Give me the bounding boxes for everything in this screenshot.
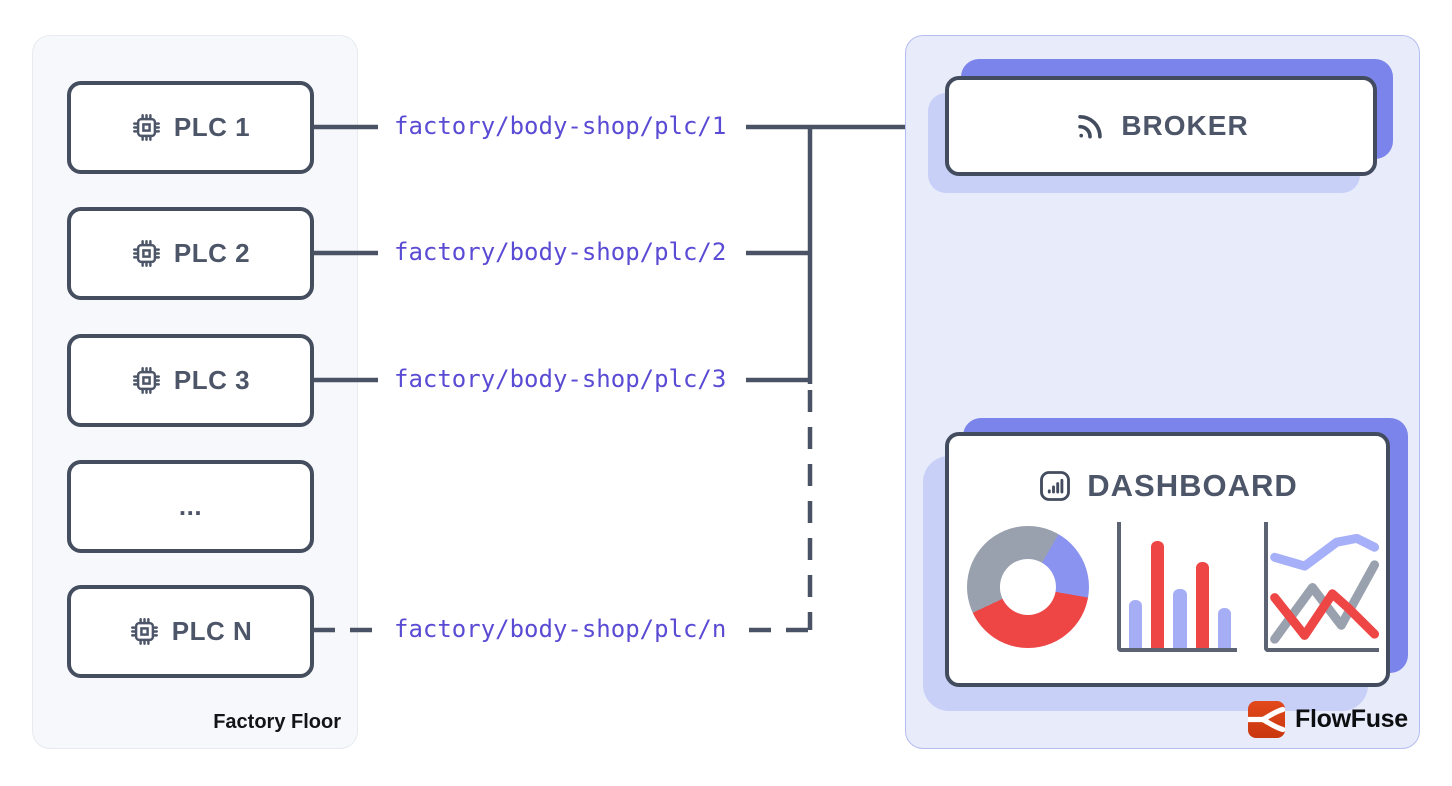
donut-hole	[999, 558, 1057, 616]
flowfuse-brand: FlowFuse	[1248, 701, 1408, 738]
dashboard-card: DASHBOARD	[923, 418, 1408, 711]
topic-plc-2: factory/body-shop/plc/2	[394, 238, 727, 266]
plc-node-label: PLC N	[171, 616, 253, 646]
bar	[1129, 600, 1143, 648]
flowfuse-brand-name: FlowFuse	[1295, 705, 1408, 733]
bar	[1151, 540, 1165, 648]
broker-card: BROKER	[928, 59, 1393, 193]
topic-plc-n: factory/body-shop/plc/n	[394, 615, 727, 643]
bar	[1173, 588, 1187, 648]
line-series-red	[1275, 594, 1375, 636]
cpu-icon	[131, 238, 162, 269]
plc-n-node: PLC N	[67, 585, 314, 678]
cpu-icon	[131, 365, 162, 396]
broker-label: BROKER	[1121, 110, 1249, 141]
plc-2-node: PLC 2	[67, 207, 314, 300]
plc-3-node: PLC 3	[67, 334, 314, 427]
donut-chart	[967, 526, 1089, 648]
cpu-icon	[129, 616, 160, 647]
plc-node-label: PLC 3	[173, 365, 251, 395]
bar	[1217, 607, 1232, 648]
mini-bar-chart	[1117, 522, 1237, 652]
rss-icon	[1073, 109, 1107, 143]
bar	[1195, 562, 1209, 648]
cpu-icon	[131, 112, 162, 143]
plc-1-node: PLC 1	[67, 81, 314, 174]
plc-node-label: ...	[178, 491, 203, 521]
flowfuse-logo-icon	[1248, 701, 1285, 738]
topic-plc-3: factory/body-shop/plc/3	[394, 365, 727, 393]
bar-chart-icon	[1037, 468, 1073, 504]
plc-node-label: PLC 1	[173, 112, 251, 142]
dashboard-label: DASHBOARD	[1087, 468, 1298, 503]
mini-line-chart	[1264, 522, 1379, 652]
factory-floor-caption: Factory Floor	[213, 711, 341, 733]
line-series-blue	[1275, 538, 1375, 566]
factory-floor-panel: PLC 1 PLC 2 PLC 3 ...	[32, 35, 358, 749]
plc-ellipsis-node: ...	[67, 460, 314, 553]
topic-plc-1: factory/body-shop/plc/1	[394, 112, 727, 140]
plc-node-label: PLC 2	[173, 238, 251, 268]
